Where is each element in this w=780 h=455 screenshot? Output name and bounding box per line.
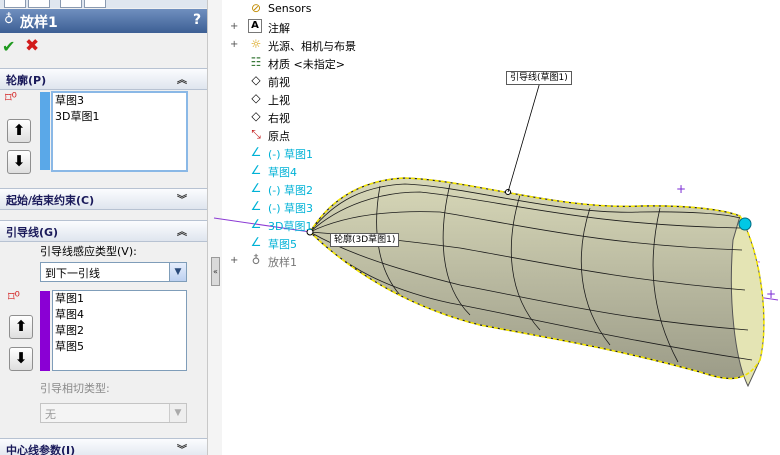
- move-up-button[interactable]: ⬆: [9, 315, 33, 339]
- centerline-section-header[interactable]: 中心线参数(I) ︾: [0, 438, 207, 455]
- profile-list[interactable]: 草图3 3D草图1: [51, 91, 188, 172]
- tree-item-label: 注解: [268, 22, 290, 35]
- guide-list[interactable]: 草图1 草图4 草图2 草图5: [52, 290, 187, 371]
- chevron-down-icon[interactable]: ▼: [169, 263, 186, 281]
- annotation-icon: A: [248, 19, 262, 33]
- ok-check-icon[interactable]: ✔: [2, 37, 16, 56]
- profile-color-bar: [40, 92, 50, 170]
- profile-selection-icon: ⌑⁰: [5, 91, 17, 106]
- list-item[interactable]: 草图3: [55, 94, 84, 107]
- chevron-down-icon[interactable]: ︾: [177, 195, 187, 206]
- guide-color-bar: [40, 291, 50, 371]
- tree-item-label: 草图5: [268, 238, 297, 251]
- start-end-section-header[interactable]: 起始/结束约束(C) ︾: [0, 188, 207, 210]
- chevron-up-icon[interactable]: ︽: [177, 75, 187, 86]
- help-button[interactable]: ?: [193, 12, 202, 28]
- property-manager: ♁ 放样1 ? ✔ ✖ 轮廓(P) ︽ ⌑⁰ 草图3 3D草图1 ⬆ ⬇ 起始/…: [0, 0, 208, 455]
- guide-callout-leader: [507, 81, 541, 193]
- tree-item-label: 前视: [268, 76, 290, 89]
- tree-item-label: 上视: [268, 94, 290, 107]
- move-up-button[interactable]: ⬆: [7, 119, 31, 143]
- plane-icon: ◇: [251, 91, 261, 105]
- tree-item-label: 右视: [268, 112, 290, 125]
- expand-toggle[interactable]: +: [230, 255, 239, 266]
- list-item[interactable]: 草图4: [55, 308, 84, 321]
- guides-header-label: 引导线(G): [6, 226, 59, 239]
- guide-selection-icon: ⌑⁰: [8, 290, 20, 305]
- guides-section-header[interactable]: 引导线(G) ︽: [0, 220, 207, 242]
- chevron-down-icon[interactable]: ︾: [177, 445, 187, 455]
- tree-item-label: (-) 草图1: [268, 148, 314, 161]
- plane-icon: ◇: [251, 73, 261, 87]
- tree-item-label: 草图4: [268, 166, 297, 179]
- sketch-icon: ∠: [250, 199, 262, 213]
- guide-influence-label: 引导线感应类型(V):: [40, 245, 137, 258]
- sketch-icon: ∠: [250, 145, 262, 159]
- tree-item-label: (-) 草图2: [268, 184, 314, 197]
- sketch-icon: ∠: [250, 235, 262, 249]
- endpoint-handle[interactable]: [738, 217, 752, 231]
- material-icon: ☷: [250, 55, 262, 69]
- tab-property-manager[interactable]: [28, 0, 50, 8]
- plus-marker-icon: +: [766, 287, 776, 301]
- lights-icon: ☼: [250, 37, 262, 51]
- tree-item-label: 3D草图1: [268, 220, 313, 233]
- collapse-handle[interactable]: «: [211, 257, 220, 286]
- start-end-header-label: 起始/结束约束(C): [6, 194, 95, 207]
- chevron-down-icon: ▼: [169, 404, 186, 422]
- sketch-icon: ∠: [250, 181, 262, 195]
- origin-icon: ⤡: [251, 127, 261, 141]
- tree-item-label: 原点: [268, 130, 290, 143]
- cancel-x-icon[interactable]: ✖: [25, 36, 40, 56]
- list-item[interactable]: 草图2: [55, 324, 84, 337]
- loft-sections: [376, 183, 679, 363]
- sketch-icon: ∠: [250, 163, 262, 177]
- plane-icon: ◇: [251, 109, 261, 123]
- profile-header-label: 轮廓(P): [6, 74, 47, 87]
- guide-tangency-value: 无: [45, 408, 56, 421]
- panel-tabs: [0, 0, 207, 8]
- expand-toggle[interactable]: +: [230, 21, 239, 32]
- feature-title: 放样1: [20, 15, 58, 31]
- guide-influence-select[interactable]: 到下一引线 ▼: [40, 262, 187, 282]
- sketch-3d-icon: ∠: [250, 217, 262, 231]
- expand-toggle[interactable]: +: [230, 39, 239, 50]
- loft-icon: ♁: [4, 12, 14, 27]
- loft-icon: ♁: [251, 253, 261, 267]
- centerline-header-label: 中心线参数(I): [6, 444, 76, 455]
- guide-influence-value: 到下一引线: [45, 267, 100, 280]
- tab-display[interactable]: [84, 0, 106, 8]
- tree-item-label: (-) 草图3: [268, 202, 314, 215]
- move-down-button[interactable]: ⬇: [7, 150, 31, 174]
- sensor-icon: ⊘: [250, 1, 262, 15]
- guide-tangency-select: 无 ▼: [40, 403, 187, 423]
- panel-splitter[interactable]: [207, 0, 222, 455]
- profile-section-header[interactable]: 轮廓(P) ︽: [0, 68, 207, 90]
- chevron-up-icon[interactable]: ︽: [177, 227, 187, 238]
- tree-item-label: 材质 <未指定>: [268, 58, 345, 71]
- profile-start-point[interactable]: [306, 228, 314, 236]
- profile-callout[interactable]: 轮廓(3D草图1): [330, 233, 400, 247]
- list-item[interactable]: 3D草图1: [55, 110, 100, 123]
- feature-titlebar: ♁ 放样1 ?: [0, 9, 207, 33]
- tab-feature-tree[interactable]: [4, 0, 26, 8]
- plus-marker-icon: +: [676, 182, 686, 196]
- tree-item-label: 放样1: [268, 256, 297, 269]
- list-item[interactable]: 草图5: [55, 340, 84, 353]
- list-item[interactable]: 草图1: [55, 292, 84, 305]
- move-down-button[interactable]: ⬇: [9, 347, 33, 371]
- tree-item-label: 光源、相机与布景: [268, 40, 356, 53]
- tree-item-label: Sensors: [268, 2, 312, 15]
- guide-callout[interactable]: 引导线(草图1): [506, 71, 572, 85]
- guide-tangency-label: 引导相切类型:: [40, 382, 110, 395]
- tab-configuration[interactable]: [60, 0, 82, 8]
